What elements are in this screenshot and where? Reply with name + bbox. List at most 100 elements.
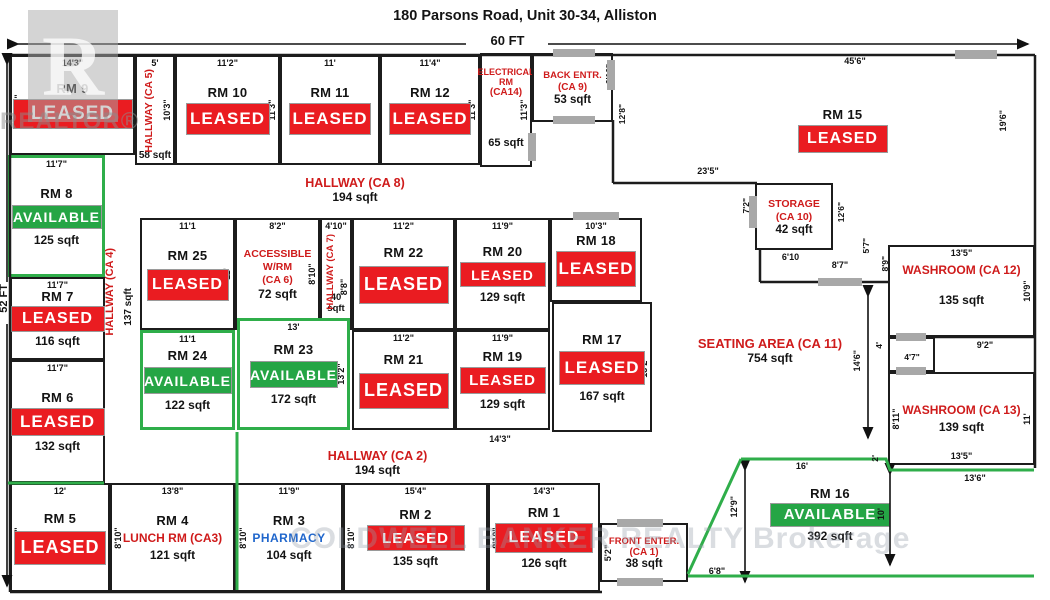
room-name: RM 17 [582, 331, 622, 347]
area-name: ACCESSIBLE [243, 247, 312, 260]
sqft-label: 125 sqft [33, 232, 80, 247]
door-marker [528, 133, 536, 161]
room-rm25: 11'1 11' RM 25 LEASED [140, 218, 235, 330]
room-rm7: 11'7" RM 7 LEASED 116 sqft [10, 277, 105, 360]
sqft-label: 122 sqft [164, 398, 211, 412]
room-rm16: RM 16 AVAILABLE 392 sqft [760, 480, 900, 548]
status-badge: AVAILABLE [143, 367, 232, 394]
sqft-label: 135 sqft [392, 554, 439, 568]
status-badge: LEASED [146, 268, 229, 301]
room-rm9: 14'3" 10'3" RM 9 LEASED [10, 55, 135, 155]
status-badge: LEASED [12, 99, 133, 129]
dimension-label: 5' [151, 58, 159, 68]
sqft-label: 194 sqft [354, 463, 401, 477]
hallway-ca2-label: HALLWAY (CA 2) 194 sqft [295, 449, 460, 477]
sqft-label: 116 sqft [35, 334, 80, 348]
room-rm1: 14'3" 8'10" RM 1 LEASED 126 sqft [488, 483, 600, 592]
dimension-label: 11'7" [47, 363, 68, 373]
room-rm2: 15'4" 8'10" RM 2 LEASED 135 sqft [343, 483, 488, 592]
address-title: 180 Parsons Road, Unit 30-34, Alliston [393, 8, 657, 24]
area-name: HALLWAY (CA 8) [305, 176, 405, 190]
room-subname: LUNCH RM (CA3) [122, 531, 223, 545]
room-name: RM 23 [273, 342, 314, 357]
building-height-dimension: 52 FT [0, 284, 10, 313]
status-badge: LEASED [358, 372, 449, 409]
dimension-label: 11'7" [46, 159, 67, 169]
room-rm21: 11'2" RM 21 LEASED [352, 330, 455, 430]
door-marker [617, 578, 663, 586]
area-name: RM [499, 77, 513, 87]
sqft-label: 121 sqft [149, 548, 196, 562]
room-name: RM 24 [167, 348, 208, 363]
dimension-label: 11'1 [179, 334, 196, 344]
room-name: RM 11 [310, 85, 350, 100]
washroom-ca13: 8'11" 11' WASHROOM (CA 13) 139 sqft 13'5… [888, 372, 1035, 465]
room-rm20: 11'9" RM 20 LEASED 129 sqft [455, 218, 550, 330]
door-marker [818, 278, 862, 286]
room-name: RM 15 [822, 107, 863, 122]
room-name: RM 12 [410, 85, 450, 100]
sqft-label: 40 sqft [327, 292, 345, 314]
status-badge: LEASED [14, 530, 106, 565]
room-name: RM 8 [40, 185, 73, 201]
door-marker [749, 196, 757, 228]
area-name: (CA 10) [775, 210, 813, 223]
dimension-label: 23'5" [697, 166, 719, 176]
dimension-label: 8'11" [891, 408, 901, 429]
status-badge: AVAILABLE [11, 204, 102, 229]
dimension-label: 8'2" [269, 221, 286, 231]
room-name: RM 21 [383, 351, 424, 367]
room-rm18: 10'3" RM 18 LEASED [550, 218, 642, 302]
dimension-label: 8'9" [880, 256, 890, 272]
status-badge: LEASED [459, 367, 546, 394]
door-marker [553, 116, 595, 124]
room-rm6: 11'7" 11'5" RM 6 LEASED 132 sqft [10, 360, 105, 483]
dimension-label: 11' [1022, 412, 1032, 425]
storage-ca10: STORAGE (CA 10) 42 sqft [755, 183, 833, 250]
dimension-label: 11'1 [179, 221, 196, 231]
dimension-label: 9'2" [976, 340, 994, 350]
room-name: RM 3 [272, 513, 306, 528]
sqft-label: 58 sqft [138, 150, 172, 161]
dimension-label: 45'6" [844, 56, 866, 66]
dimension-label: 11'7" [47, 280, 68, 290]
sqft-label: 392 sqft [807, 528, 853, 543]
sqft-label: 38 sqft [625, 557, 663, 570]
dimension-label: 11'9" [492, 333, 513, 343]
area-name: WASHROOM (CA 13) [902, 403, 1021, 417]
dimension-label: 4'7" [904, 352, 920, 362]
dimension-label: 11'2" [217, 58, 238, 68]
status-badge: AVAILABLE [770, 502, 890, 527]
door-marker [955, 50, 997, 59]
back-entrance-ca9: BACK ENTR. (CA 9) 53 sqft [532, 53, 613, 122]
room-name: RM 2 [399, 507, 432, 522]
accessible-washroom-ca6: 8'2" 8'10" ACCESSIBLE W/RM (CA 6) 72 sqf… [235, 218, 320, 330]
room-rm8: 11'7" 10'9" RM 8 AVAILABLE 125 sqft [8, 155, 105, 277]
area-name: (CA14) [489, 87, 523, 98]
dimension-label: 15'4" [404, 486, 427, 496]
door-marker [896, 367, 926, 375]
dimension-label: 4' [874, 342, 884, 349]
area-name: (CA 1) [629, 546, 659, 558]
sqft-label: 104 sqft [266, 548, 312, 562]
dimension-label: 13'2" [336, 363, 346, 385]
status-badge: LEASED [289, 103, 371, 135]
status-badge: LEASED [495, 523, 593, 553]
dimension-label: 10' [876, 508, 886, 521]
dimension-label: 8'10" [113, 526, 123, 549]
dimension-label: 12'6" [836, 202, 846, 223]
sqft-label: 167 sqft [579, 388, 625, 403]
status-badge: LEASED [10, 408, 105, 436]
sqft-label: 172 sqft [270, 392, 317, 406]
dimension-label: 19'6" [998, 110, 1008, 132]
sqft-label: 53 sqft [553, 93, 592, 106]
room-rm5: 12' 8'10" RM 5 LEASED [10, 483, 110, 592]
dimension-label: 6'10 [781, 252, 800, 262]
status-badge: LEASED [797, 125, 888, 153]
sqft-label: 129 sqft [479, 397, 526, 411]
area-name: WASHROOM (CA 12) [902, 263, 1021, 277]
room-name: RM 20 [482, 244, 523, 259]
area-name: ELECTRICAL [477, 67, 535, 77]
washroom-ca12: 13'5" 10'9" WASHROOM (CA 12) 135 sqft [888, 245, 1035, 337]
room-rm3: 11'9" 8'10" RM 3 PHARMACY 104 sqft [235, 483, 343, 592]
